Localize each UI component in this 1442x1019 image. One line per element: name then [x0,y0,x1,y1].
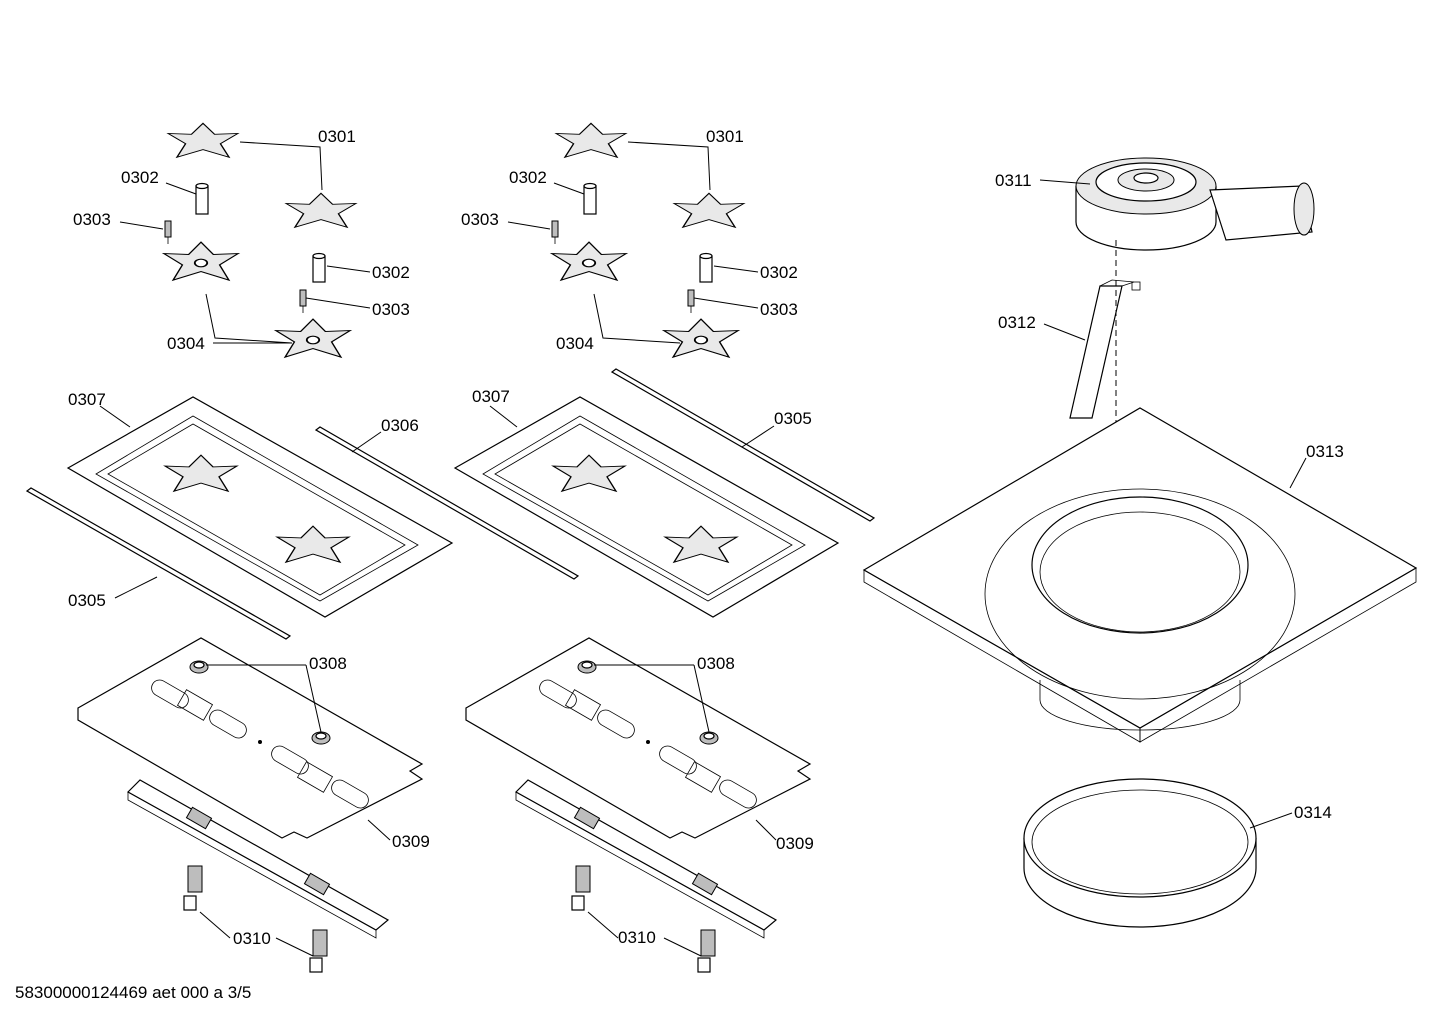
label-0308-left: 0308 [309,654,347,673]
label-0308-middle: 0308 [697,654,735,673]
document-id: 58300000124469 aet 000 a 3/5 [15,983,251,1002]
drip-ring-0314 [1023,778,1257,928]
plate-0309-middle [465,637,812,839]
burner-body-0304-middle-bottom [663,318,739,358]
nozzle-0302-left-a [195,182,209,215]
nozzle-0302-middle-a [583,182,597,215]
burner-body-0304-left-top [163,241,239,281]
valve-0310-left-a [183,865,203,911]
label-0304-left: 0304 [167,334,205,353]
wok-burner-0311 [1075,157,1315,251]
label-0303-middle-b: 0303 [760,300,798,319]
label-0303-middle-a: 0303 [461,210,499,229]
leader-lines [99,141,1307,957]
wok-burner-group [862,157,1418,928]
valve-0310-left-b [309,929,328,973]
nozzle-0302-left-b [312,252,326,283]
label-0307-middle: 0307 [472,387,510,406]
burner-tray-0307-left [66,396,454,618]
label-0302-left-b: 0302 [372,263,410,282]
label-0302-left-a: 0302 [121,168,159,187]
grommet-0308-middle-a [577,660,597,674]
burner-cap-0301-left-bottom [285,192,357,229]
label-0301-middle: 0301 [706,127,744,146]
label-0310-middle: 0310 [618,928,656,947]
burner-cap-0301-middle-top [555,122,627,159]
label-0305-middle: 0305 [774,409,812,428]
label-0301-left: 0301 [318,127,356,146]
middle-burner-group [453,122,876,973]
label-0302-middle-a: 0302 [509,168,547,187]
grommet-0308-left-a [189,660,209,674]
label-0303-left-a: 0303 [73,210,111,229]
injector-0303-left-a [164,220,172,244]
label-0310-left: 0310 [233,929,271,948]
valve-0310-middle-b [697,929,716,973]
rail-0305-left [25,487,292,640]
burner-body-0304-middle-top [551,241,627,281]
label-0311: 0311 [995,171,1032,190]
valve-0310-middle-a [571,865,591,911]
burner-cap-0301-left-top [167,122,239,159]
nozzle-0302-middle-b [699,252,713,283]
rail-0306 [314,426,580,580]
grommet-0308-middle-b [699,731,719,745]
grommet-0308-left-b [311,731,331,745]
burner-body-0304-left-bottom [275,318,351,358]
rail-0305-middle [610,368,876,522]
left-burner-group [25,122,580,973]
injector-0303-middle-b [687,289,695,313]
label-0302-middle-b: 0302 [760,263,798,282]
label-0306: 0306 [381,416,419,435]
label-0312: 0312 [998,313,1036,332]
injector-0303-left-b [299,289,307,313]
part-labels: 0301 0302 0303 0302 0303 0304 0301 0302 … [15,127,1344,1002]
label-0307-left: 0307 [68,390,106,409]
label-0314: 0314 [1294,803,1332,822]
label-0313: 0313 [1306,442,1344,461]
burner-cap-0301-middle-bottom [673,192,745,229]
label-0309-middle: 0309 [776,834,814,853]
plate-0309-left [77,637,424,839]
bracket-middle [515,779,778,939]
label-0304-middle: 0304 [556,334,594,353]
bracket-left [127,779,390,939]
burner-housing-0313 [862,407,1418,743]
label-0309-left: 0309 [392,832,430,851]
thermocouple-0312 [1069,279,1141,419]
burner-tray-0307-middle [453,396,840,618]
label-0303-left-b: 0303 [372,300,410,319]
injector-0303-middle-a [551,220,559,244]
label-0305-left: 0305 [68,591,106,610]
